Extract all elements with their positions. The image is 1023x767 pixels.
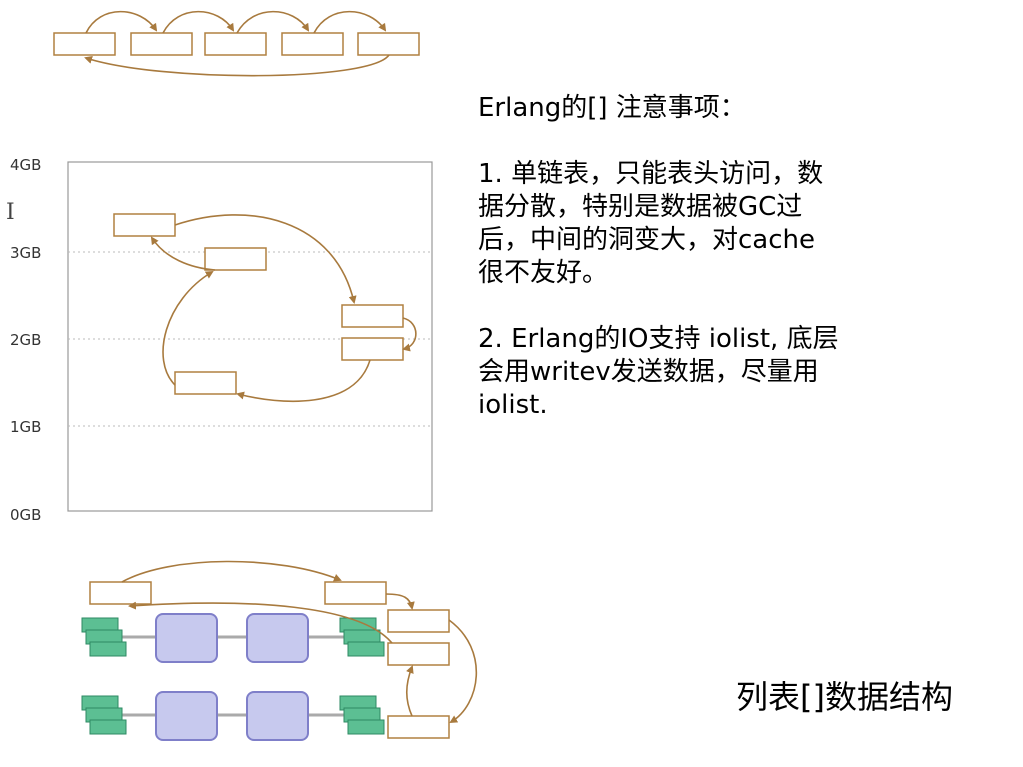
y-tick-4gb: 4GB xyxy=(10,156,41,174)
list-node xyxy=(174,371,237,395)
link-arrow xyxy=(174,214,357,304)
notes-title: Erlang的[] 注意事项： xyxy=(478,93,746,123)
cpu-block xyxy=(246,613,309,663)
memory-module-stack xyxy=(339,695,385,735)
note2-line3: iolist. xyxy=(478,390,548,420)
slide-caption: 列表[]数据结构 xyxy=(736,678,953,716)
list-node xyxy=(387,715,450,739)
cpu-block xyxy=(155,613,218,663)
link-arrow xyxy=(236,10,310,34)
link-arrow xyxy=(150,236,216,271)
array-cell xyxy=(130,32,193,56)
link-arrow xyxy=(85,10,158,34)
note2-line1: 2. Erlang的IO支持 iolist, 底层 xyxy=(478,324,839,354)
link-arrow xyxy=(162,10,235,34)
y-tick-0gb: 0GB xyxy=(10,506,41,524)
link-arrow xyxy=(405,665,414,717)
memory-module-stack xyxy=(81,695,127,735)
memory-chart: 4GB 3GB 2GB 1GB 0GB I xyxy=(6,156,433,524)
link-arrow xyxy=(128,601,393,644)
link-arrow xyxy=(313,10,387,34)
note1-line1: 1. 单链表，只能表头访问，数 xyxy=(478,159,824,189)
notes-panel: Erlang的[] 注意事项： 1. 单链表，只能表头访问，数 据分散，特别是数… xyxy=(478,92,948,422)
link-arrow xyxy=(402,317,417,352)
list-node xyxy=(89,581,152,605)
list-node xyxy=(341,304,404,328)
link-arrow xyxy=(162,270,214,386)
text-cursor-icon: I xyxy=(6,200,15,225)
array-cell xyxy=(357,32,420,56)
return-arrow xyxy=(84,54,390,77)
list-node xyxy=(387,642,450,666)
note1-line3: 后，中间的洞变大，对cache xyxy=(478,225,815,255)
array-cell xyxy=(53,32,116,56)
cpu-block xyxy=(155,691,218,741)
memory-module-stack xyxy=(81,617,127,657)
note2-line2: 会用writev发送数据，尽量用 xyxy=(478,357,819,387)
list-node xyxy=(113,213,176,237)
list-node xyxy=(204,247,267,271)
list-node xyxy=(387,609,450,633)
spacer xyxy=(478,125,948,158)
y-tick-1gb: 1GB xyxy=(10,418,41,436)
list-node xyxy=(341,337,404,361)
y-tick-3gb: 3GB xyxy=(10,244,41,262)
link-arrow xyxy=(385,593,415,610)
link-arrow xyxy=(121,560,342,583)
link-arrow xyxy=(448,619,478,724)
spacer xyxy=(478,290,948,323)
array-cell xyxy=(204,32,267,56)
array-cell xyxy=(281,32,344,56)
link-arrow xyxy=(236,359,371,403)
hardware-diagram xyxy=(81,560,478,741)
note1-line2: 据分散，特别是数据被GC过 xyxy=(478,192,803,222)
cpu-block xyxy=(246,691,309,741)
y-tick-2gb: 2GB xyxy=(10,331,41,349)
list-node xyxy=(324,581,387,605)
note1-line4: 很不友好。 xyxy=(478,258,609,288)
array-diagram xyxy=(53,10,420,77)
memory-module-stack xyxy=(339,617,385,657)
